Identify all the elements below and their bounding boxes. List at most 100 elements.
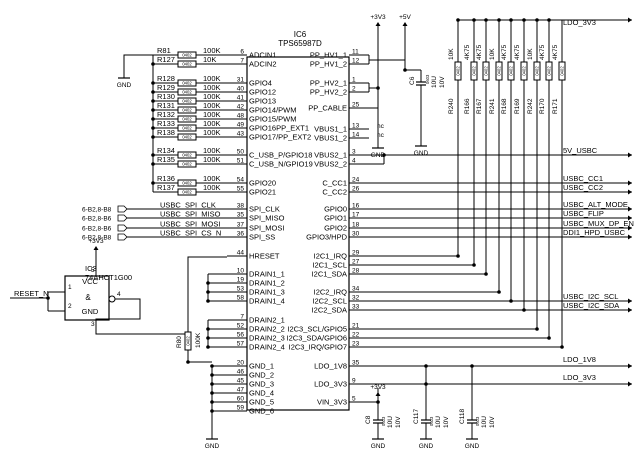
capacitor-c8-value: 10U <box>387 416 394 428</box>
resistor-r127-footprint: 0402 <box>182 62 192 67</box>
ic6-pin-name: I2C1_SDA <box>312 270 347 279</box>
capacitor-c6-value: 10U <box>431 76 438 88</box>
nc-label: nc <box>377 132 385 139</box>
ic3-inverter-bubble <box>108 295 116 303</box>
ic6-pin-number: 17 <box>352 212 360 219</box>
ic3-supply-arrow <box>93 246 99 250</box>
resistor-r242 <box>533 61 541 81</box>
supply-3v3-label: +3V3 <box>370 14 386 21</box>
gnd-capacitor-c117-label: GND <box>419 443 434 450</box>
supply-3v3-arrow <box>375 22 381 26</box>
ic6-pin-number: 27 <box>352 259 360 266</box>
resistor-r136-label: R136 <box>157 174 175 183</box>
junction-dot <box>206 281 210 285</box>
ic6-pin-name: GPIO12 <box>249 88 276 97</box>
resistor-r170-value: 4K75 <box>539 44 546 60</box>
ic6-pin-name: I2C3_SDA/GPIO6 <box>287 334 347 343</box>
ic6-pin-number: 35 <box>352 360 360 367</box>
capacitor-c117-footprint: 0603 <box>429 416 434 426</box>
ic6-pin-number: 31 <box>237 77 245 84</box>
resistor-r128-value: 100K <box>203 74 221 83</box>
ic6-pin-name: DRAIN1_3 <box>249 288 285 297</box>
resistor-r138-footprint: 0402 <box>182 135 192 140</box>
ic6-pin-number: 56 <box>237 332 245 339</box>
arrow-head <box>628 234 632 240</box>
resistor-r130-value: 100K <box>203 92 221 101</box>
resistor-r167 <box>482 61 490 81</box>
ic6-pin-name: I2C1_IRQ <box>314 252 348 261</box>
ic6-pin-name: SPI_MOSI <box>249 224 284 233</box>
ic6-pin-number: 48 <box>237 113 245 120</box>
arrow-head <box>628 225 632 231</box>
capacitor-c6-label: C6 <box>409 76 416 85</box>
ic6-pin-name: VBUS1_1 <box>314 125 347 134</box>
ic6-pin-name: C_CC1 <box>322 179 347 188</box>
net-label: 5V_USBC <box>563 146 598 155</box>
arrow-head <box>628 298 632 304</box>
arrow-head <box>628 17 632 23</box>
resistor-r137-footprint: 0402 <box>182 190 192 195</box>
ic6-pin-number: 46 <box>237 369 245 376</box>
ic6-gnd-label: GND <box>205 443 220 450</box>
ic6-pin-number: 52 <box>237 323 245 330</box>
ic3-pin-number: 3 <box>91 321 95 328</box>
ic6-pin-number: 13 <box>352 123 360 130</box>
ic3-pin-number: 4 <box>117 291 121 298</box>
ic6-pin-name: ADCIN1 <box>249 51 277 60</box>
ic6-pin-name: GPIO1 <box>324 214 347 223</box>
resistor-r168 <box>507 61 515 81</box>
capacitor-c117-value: 10U <box>435 416 442 428</box>
resistor-r138-value: 100K <box>203 128 221 137</box>
gnd-3v3-label: GND <box>371 152 386 159</box>
capacitor-c118-footprint: 0603 <box>475 416 480 426</box>
ic6-pin-name: PP_HV2_1 <box>310 79 347 88</box>
capacitor-c118-label: C118 <box>459 409 466 424</box>
junction-dot <box>151 181 155 185</box>
resistor-r137-label: R137 <box>157 183 175 192</box>
ic6-pin-name: DRAIN2_4 <box>249 343 285 352</box>
net-label: USBC_CC1 <box>563 174 603 183</box>
ic6-pin-number: 1 <box>352 77 356 84</box>
ic3-pin-number: 5 <box>91 267 95 274</box>
ic6-pin-name: I2C3_IRQ/GPIO7 <box>289 343 347 352</box>
resistor-r128-label: R128 <box>157 74 175 83</box>
ic6-pin-number: 58 <box>237 295 245 302</box>
pulldown-ground-wire <box>123 54 153 70</box>
junction-dot <box>210 382 214 386</box>
junction-dot <box>206 336 210 340</box>
resistor-r80-label: R80 <box>176 336 183 348</box>
resistor-r130-footprint: 0402 <box>182 99 192 104</box>
capacitor-c6-footprint: 0603 <box>425 74 430 84</box>
resistor-r242-footprint: 0402 <box>535 66 540 76</box>
spi-ref-label: 6-B2,8-B8 <box>82 235 112 242</box>
junction-dot <box>206 290 210 294</box>
ic6-pin-name: DRAIN1_1 <box>249 270 285 279</box>
ic6-pin-number: 2 <box>352 86 356 93</box>
ic6-pin-name: GPIO13 <box>249 97 276 106</box>
resistor-r130-label: R130 <box>157 92 175 101</box>
resistor-r171 <box>558 61 566 81</box>
vin-supply-arrow <box>375 392 381 396</box>
ic6-pin-name: DRAIN1_4 <box>249 297 285 306</box>
junction-dot <box>210 409 214 413</box>
spi-net-label: USBC_SPI_MISO <box>160 210 221 219</box>
resistor-r132-footprint: 0402 <box>182 117 192 122</box>
resistor-r133 <box>177 124 197 132</box>
resistor-r170 <box>545 61 553 81</box>
ic3-pin-number: 2 <box>68 303 72 310</box>
resistor-r136 <box>177 179 197 187</box>
junction-dot <box>206 345 210 349</box>
resistor-r135 <box>177 160 197 168</box>
ic6-pin-name: GPIO15/PWM <box>249 115 297 124</box>
resistor-r171-label: R171 <box>552 98 559 114</box>
ic3-vcc-label: VCC <box>82 277 98 286</box>
resistor-r169-label: R169 <box>514 98 521 114</box>
resistor-r80 <box>184 331 192 351</box>
ic6-pin-name: GPIO17/PP_EXT2 <box>249 133 311 142</box>
net-label: DDI1_HPD_USBC <box>563 228 626 237</box>
spi-net-label: USBC_SPI_MOSI <box>160 220 220 229</box>
ic6-pin-number: 3 <box>352 149 356 156</box>
ic6-pin-number: 36 <box>237 231 245 238</box>
ic6-pin-name: LDO_3V3 <box>314 380 347 389</box>
ic6-pin-number: 43 <box>237 131 245 138</box>
